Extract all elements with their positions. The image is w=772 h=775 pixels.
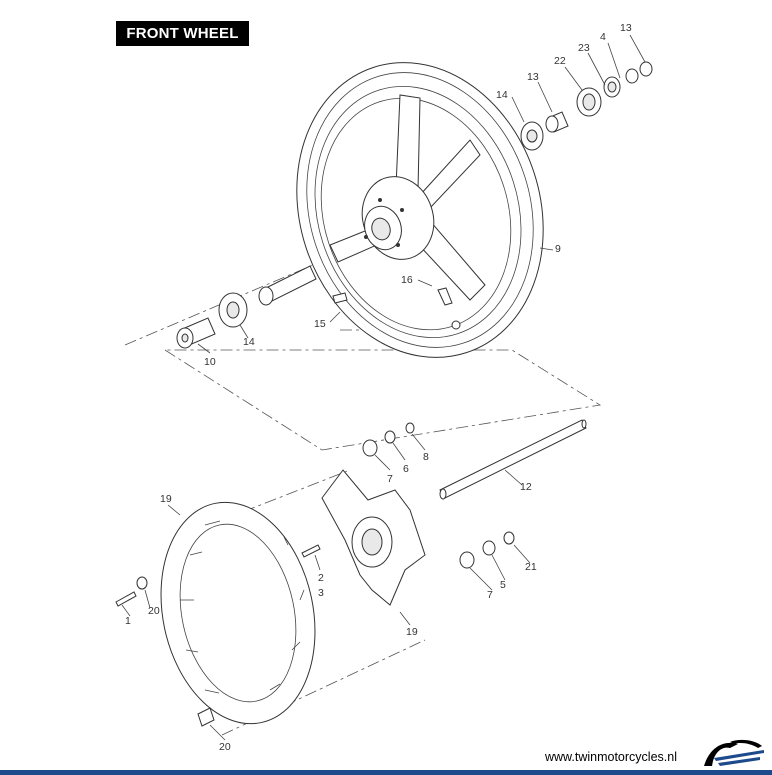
label-16: 16 <box>401 274 413 286</box>
label-14-left: 14 <box>243 336 255 348</box>
label-1: 1 <box>125 615 131 627</box>
label-5: 5 <box>500 579 506 591</box>
label-15: 15 <box>314 318 326 330</box>
label-8: 8 <box>423 451 429 463</box>
label-13: 13 <box>620 22 632 34</box>
right-hub-parts <box>520 61 653 151</box>
part-labels: 13 4 23 22 13 14 9 16 15 14 10 7 6 8 12 … <box>125 22 632 753</box>
small-hardware <box>115 422 515 727</box>
website-link[interactable]: www.twinmotorcycles.nl <box>545 750 677 764</box>
motorcycle-logo-icon <box>704 739 764 766</box>
disc-carrier <box>321 469 426 606</box>
label-4: 4 <box>600 31 606 43</box>
brake-disc <box>160 501 316 725</box>
label-6: 6 <box>403 463 409 475</box>
label-20: 20 <box>219 741 231 753</box>
label-10: 10 <box>204 356 216 368</box>
axle <box>439 419 587 500</box>
label-11: 13 <box>527 71 539 83</box>
left-hub-parts <box>176 265 348 349</box>
label-23: 23 <box>578 42 590 54</box>
wheel <box>296 62 544 358</box>
label-21: 21 <box>525 561 537 573</box>
label-12: 12 <box>520 481 532 493</box>
bottom-bar <box>0 770 772 775</box>
label-17: 19 <box>406 626 418 638</box>
label-7-bottom: 7 <box>487 589 493 601</box>
label-7-top: 7 <box>387 473 393 485</box>
diagram-title: FRONT WHEEL <box>116 21 249 46</box>
label-19: 19 <box>160 493 172 505</box>
leader-lines <box>121 34 646 741</box>
label-9: 9 <box>555 243 561 255</box>
label-3: 3 <box>318 587 324 599</box>
label-22: 22 <box>554 55 566 67</box>
label-14-right: 14 <box>496 89 508 101</box>
label-18: 20 <box>148 605 160 617</box>
label-2: 2 <box>318 572 324 584</box>
